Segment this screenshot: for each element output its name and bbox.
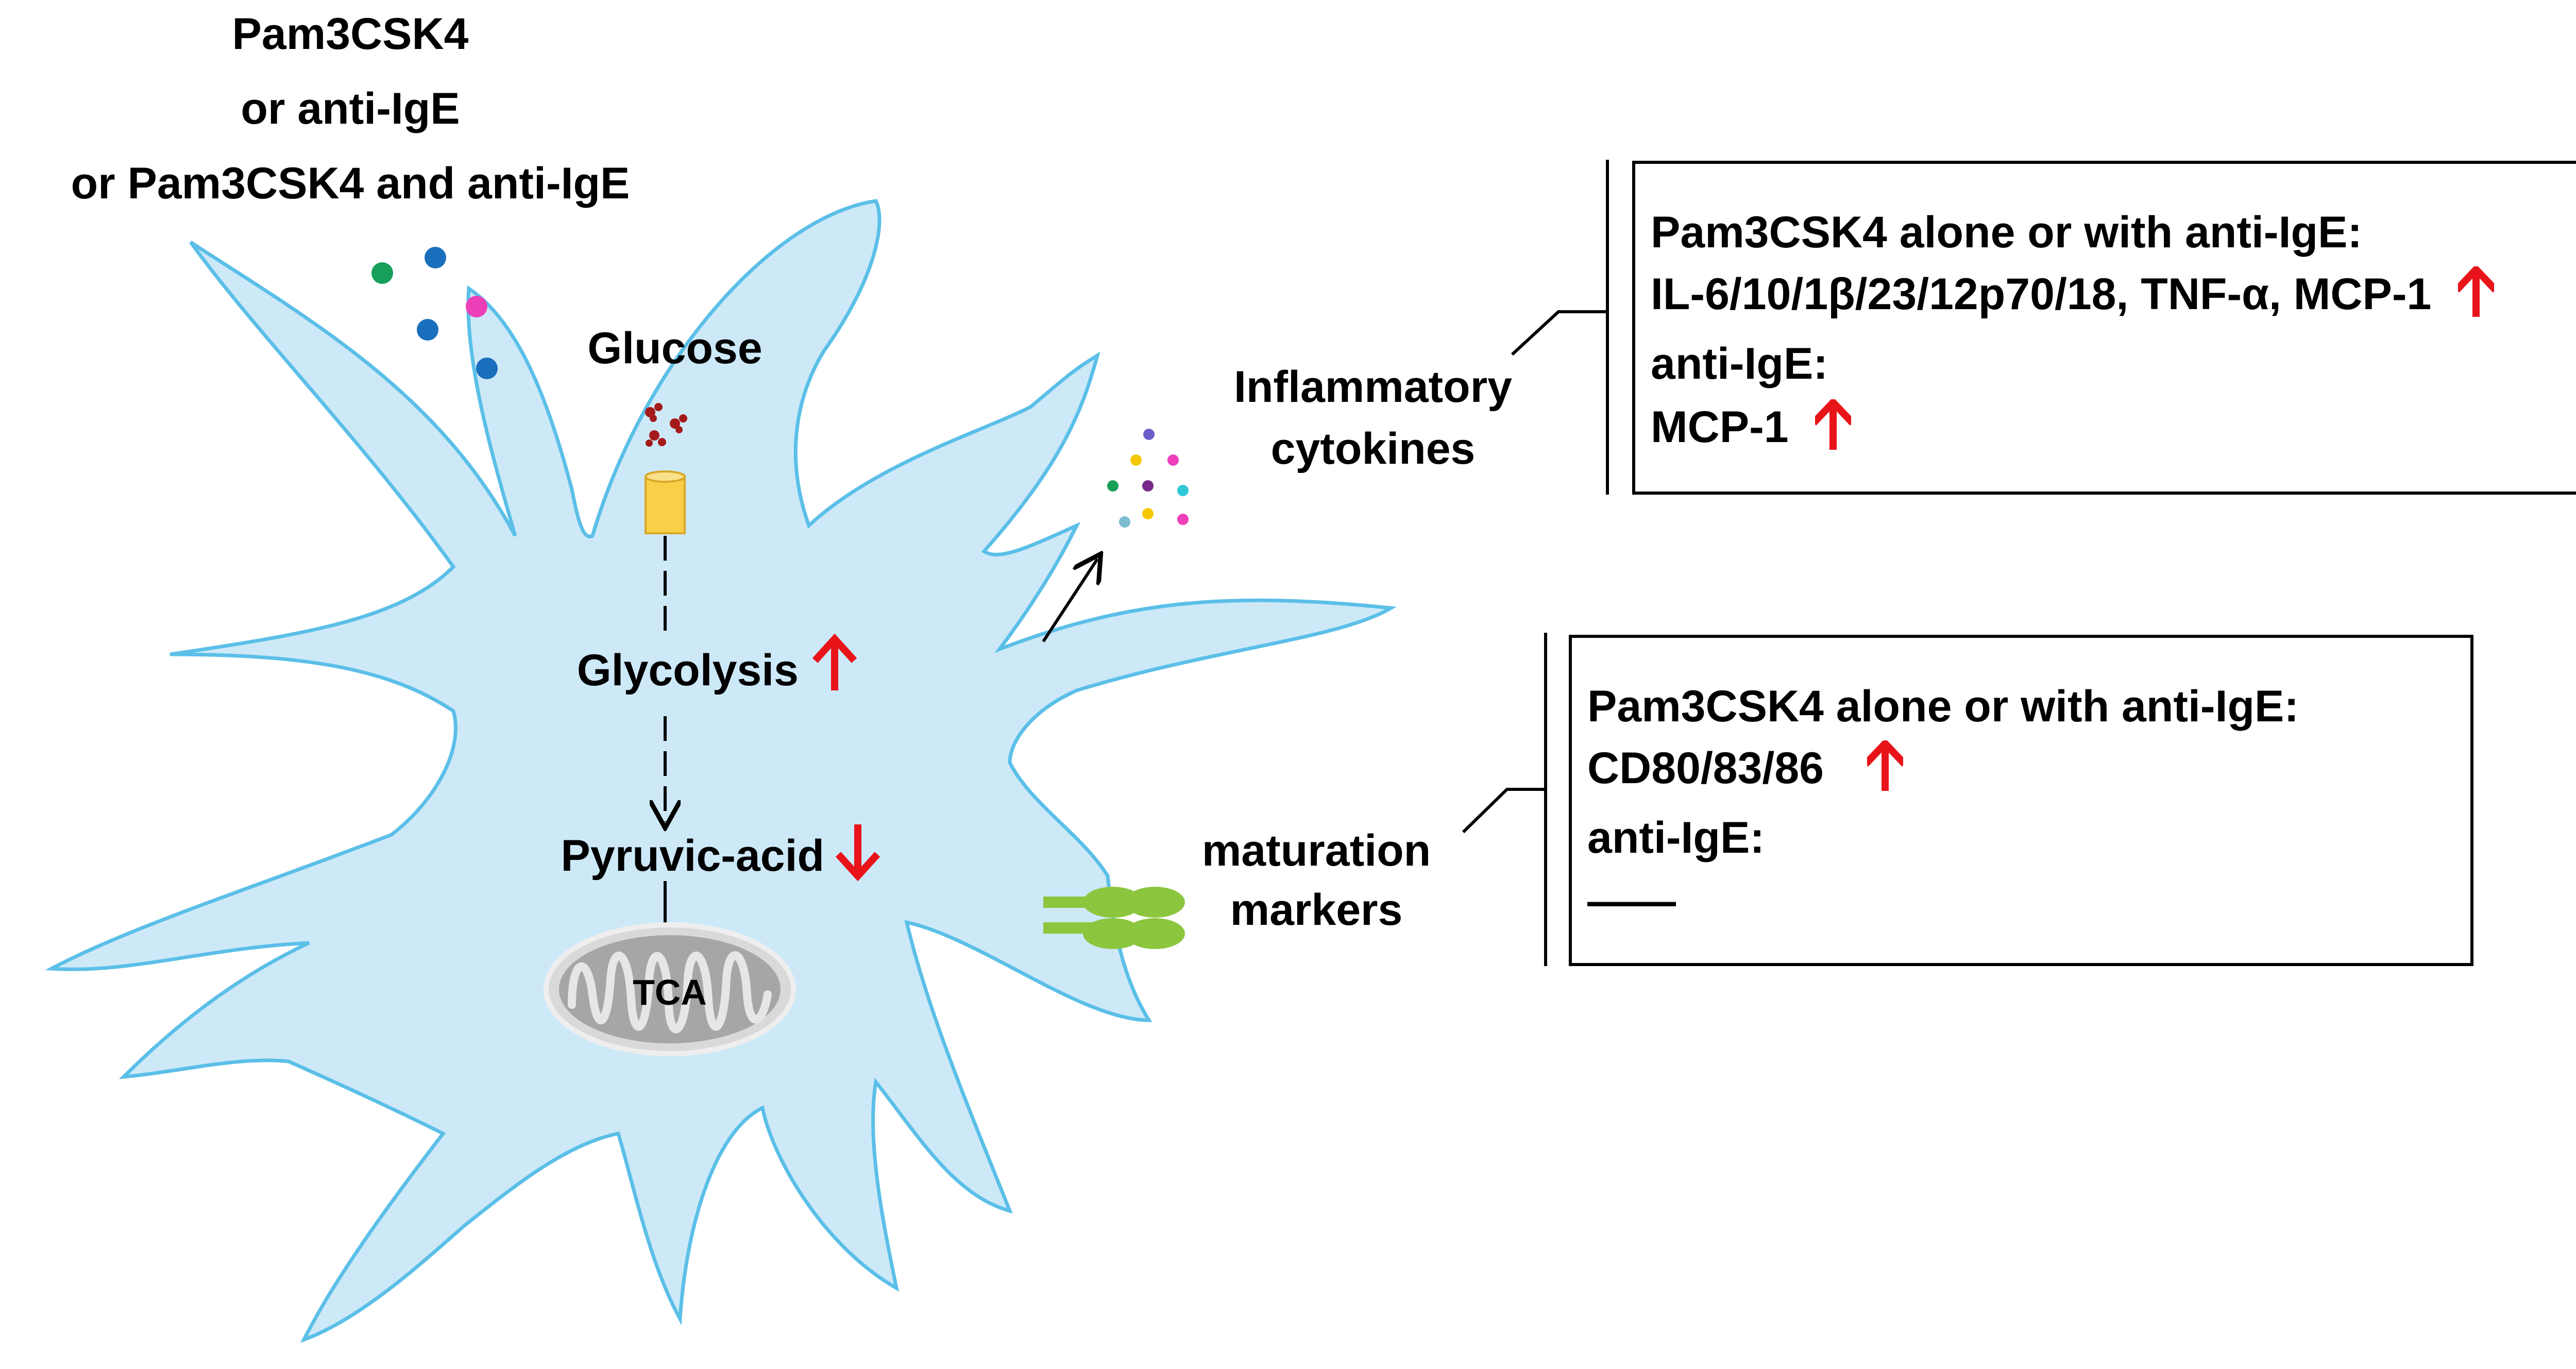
glucose-label: Glucose: [587, 324, 762, 373]
dendritic-cell-body: [45, 199, 1397, 1343]
cytokine-box-line-1: Pam3CSK4 alone or with anti-IgE:: [1651, 208, 2362, 257]
stimulus-line-2: or anti-IgE: [241, 84, 460, 133]
cytokine-box-line-2-row: IL-6/10/1β/23/12p70/18, TNF-α, MCP-1: [1651, 266, 2495, 319]
receptor-icon: [1043, 887, 1185, 949]
glucose-molecules: [645, 403, 687, 447]
cytokine-box-line-4: MCP-1: [1651, 402, 1789, 452]
marker-result-box: Pam3CSK4 alone or with anti-IgE: CD80/83…: [1569, 635, 2473, 966]
up-arrow-icon: [2458, 266, 2495, 317]
ligand-dot: [417, 319, 438, 341]
cytokines-label-line-1: Inflammatory: [1234, 362, 1512, 412]
mitochondrion-icon: [544, 922, 796, 1056]
up-arrow-icon: [1867, 740, 1903, 791]
ligand-dot: [476, 358, 498, 379]
ligand-dot: [371, 262, 393, 284]
cytokine-box-line-2: IL-6/10/1β/23/12p70/18, TNF-α, MCP-1: [1651, 269, 2432, 319]
stimulus-line-1: Pam3CSK4: [232, 9, 469, 59]
glycolysis-label: Glycolysis: [577, 646, 799, 695]
maturation-label-line-2: markers: [1230, 885, 1403, 935]
up-arrow-icon: [812, 633, 857, 690]
cytokine-result-box: Pam3CSK4 alone or with anti-IgE: IL-6/10…: [1632, 161, 2576, 495]
marker-connector: [1462, 788, 1546, 834]
pyruvic-acid-label: Pyruvic-acid: [561, 831, 824, 881]
marker-box-line-2: CD80/83/86: [1587, 743, 1824, 793]
stimulus-line-3: or Pam3CSK4 and anti-IgE: [71, 159, 630, 208]
maturation-label-line-1: maturation: [1202, 826, 1431, 875]
down-arrow-icon: [835, 824, 880, 882]
cytokine-dots: [1107, 429, 1189, 528]
ligand-dot: [466, 296, 487, 317]
cytokine-box-line-3: anti-IgE:: [1651, 339, 1828, 388]
secretion-arrow: [1042, 559, 1097, 643]
tca-label: TCA: [633, 972, 707, 1012]
cytokines-label-line-2: cytokines: [1271, 424, 1476, 474]
marker-box-line-2-row: CD80/83/86: [1587, 740, 1903, 793]
marker-box-line-1: Pam3CSK4 alone or with anti-IgE:: [1587, 682, 2299, 731]
cytokine-connector: [1511, 310, 1607, 356]
marker-box-line-3: anti-IgE:: [1587, 813, 1765, 863]
glucose-transporter: [645, 470, 686, 534]
cytokine-box-line-4-row: MCP-1: [1651, 399, 1852, 452]
marker-box-line-4: ——: [1587, 876, 1676, 926]
ligand-dot: [425, 247, 446, 268]
up-arrow-icon: [1815, 399, 1852, 450]
